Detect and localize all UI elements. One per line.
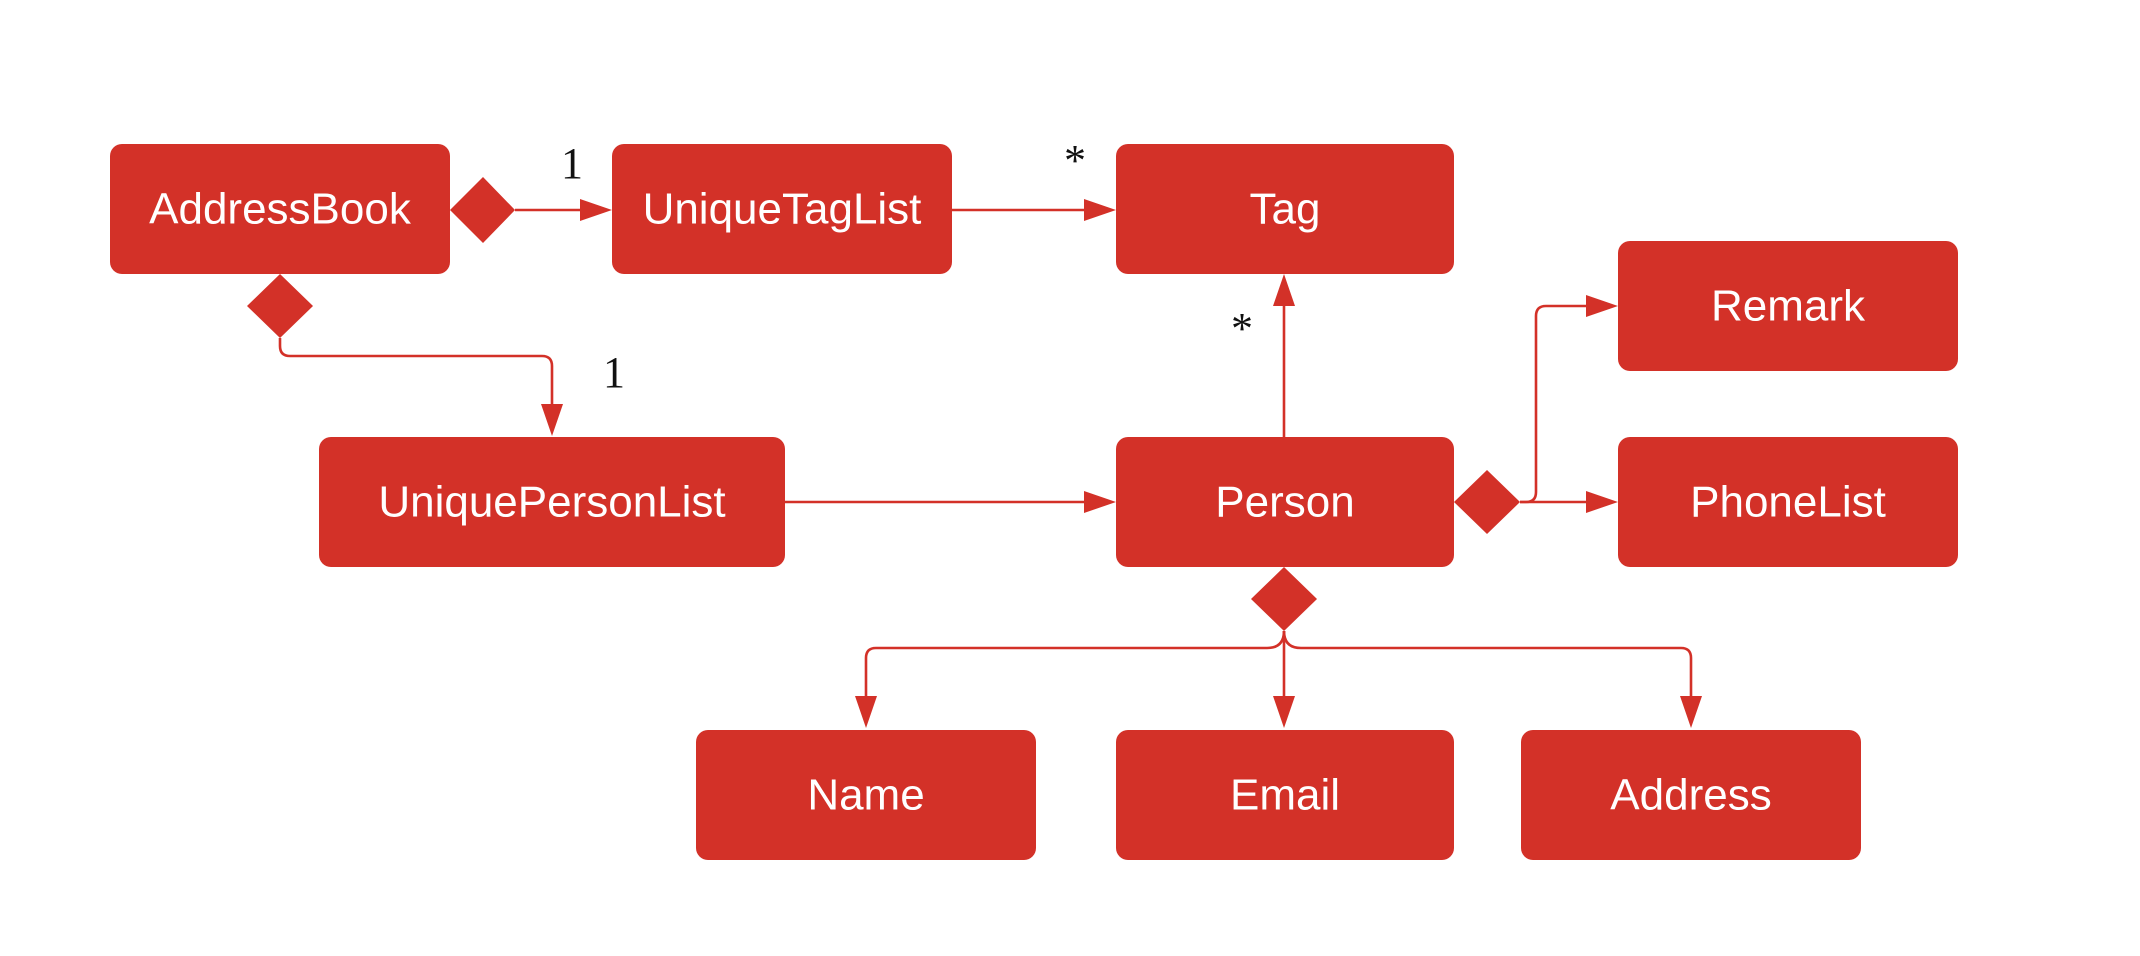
class-phonelist[interactable]: PhoneList bbox=[1618, 437, 1958, 567]
arrow-head bbox=[1273, 274, 1295, 306]
class-label: UniquePersonList bbox=[378, 478, 725, 527]
arrow-head bbox=[1084, 491, 1116, 513]
arrow-head bbox=[1084, 199, 1116, 221]
class-label: Address bbox=[1610, 771, 1771, 820]
edge-uniquepersonlist-person bbox=[785, 491, 1116, 513]
arrow-head bbox=[580, 199, 612, 221]
class-label: Remark bbox=[1711, 282, 1866, 331]
class-address[interactable]: Address bbox=[1521, 730, 1861, 860]
edge-uniquetaglist-tag bbox=[952, 199, 1116, 221]
class-label: PhoneList bbox=[1690, 478, 1886, 527]
multiplicity-addressbook-uniquepersonlist: 1 bbox=[603, 348, 625, 397]
class-label: Email bbox=[1230, 771, 1340, 820]
multiplicity-person-tag: * bbox=[1231, 304, 1253, 353]
class-person[interactable]: Person bbox=[1116, 437, 1454, 567]
arrow-head bbox=[1586, 295, 1618, 317]
arrow-head-email bbox=[1273, 696, 1295, 728]
composition-diamond bbox=[1251, 567, 1317, 631]
multiplicity-uniquetaglist-tag: * bbox=[1064, 136, 1086, 185]
arrow-head-address bbox=[1680, 696, 1702, 728]
arrow-head bbox=[1586, 491, 1618, 513]
edge-addressbook-uniquepersonlist bbox=[247, 274, 563, 436]
arrow-head bbox=[541, 404, 563, 436]
composition-diamond bbox=[1454, 470, 1520, 534]
class-uniquetaglist[interactable]: UniqueTagList bbox=[612, 144, 952, 274]
edge-person-phonelist bbox=[1454, 470, 1618, 534]
class-email[interactable]: Email bbox=[1116, 730, 1454, 860]
class-label: Person bbox=[1215, 478, 1354, 527]
edge-person-tag bbox=[1273, 274, 1295, 437]
class-label: UniqueTagList bbox=[643, 185, 922, 234]
edge-person-remark bbox=[1520, 295, 1618, 504]
edge-person-attributes bbox=[855, 567, 1702, 728]
class-label: Tag bbox=[1250, 185, 1321, 234]
multiplicity-addressbook-uniquetaglist: 1 bbox=[561, 139, 583, 188]
edge-addressbook-uniquetaglist bbox=[450, 177, 612, 243]
class-label: AddressBook bbox=[149, 185, 412, 234]
class-uniquepersonlist[interactable]: UniquePersonList bbox=[319, 437, 785, 567]
composition-diamond bbox=[450, 177, 515, 243]
class-tag[interactable]: Tag bbox=[1116, 144, 1454, 274]
class-name[interactable]: Name bbox=[696, 730, 1036, 860]
class-remark[interactable]: Remark bbox=[1618, 241, 1958, 371]
arrow-head-name bbox=[855, 696, 877, 728]
class-addressbook[interactable]: AddressBook bbox=[110, 144, 450, 274]
composition-diamond bbox=[247, 274, 313, 338]
class-label: Name bbox=[807, 771, 924, 820]
